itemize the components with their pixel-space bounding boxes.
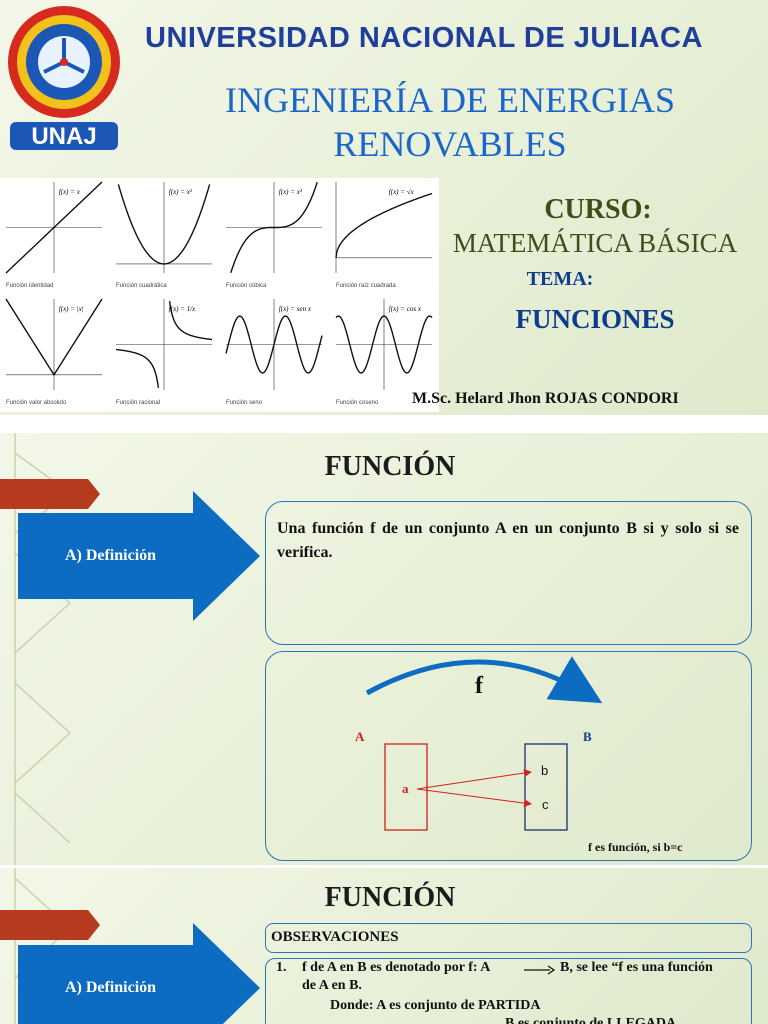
set-a-box (384, 743, 428, 831)
item-text-continued: B, se lee “f es una función (560, 960, 713, 975)
definition-box (265, 501, 752, 645)
item-text: f de A en B es denotado por f: A (302, 960, 491, 975)
graph-curve (230, 181, 318, 274)
graph-curve (5, 181, 103, 274)
observations-header-box (265, 923, 752, 953)
graph-formula: f(x) = x³ (279, 188, 303, 196)
arrow-a-to-b (416, 769, 532, 790)
element-b: b (541, 763, 548, 778)
set-b-label: B (583, 729, 592, 744)
definition-text: Una función f de un conjunto A en un con… (277, 520, 739, 561)
slide-title: FUNCIÓN (324, 451, 456, 482)
function-graph: f(x) = cos x Función coseno (335, 299, 433, 406)
definition-arrow-label: A) Definición (64, 547, 157, 564)
graph-curve (335, 192, 433, 258)
slide-separator (0, 865, 768, 868)
university-name: UNIVERSIDAD NACIONAL DE JULIACA (145, 22, 703, 54)
graph-axes (336, 299, 432, 390)
career-line-2: RENOVABLES (333, 124, 567, 164)
graph-curve (335, 315, 433, 374)
graph-caption: Función seno (226, 400, 263, 406)
slide-decoration (0, 0, 80, 415)
course-name: MATEMÁTICA BÁSICA (452, 228, 738, 258)
element-c: c (542, 797, 549, 812)
observations-title: OBSERVACIONES (271, 929, 399, 945)
function-condition-note: f es función, si b=c (588, 840, 683, 854)
red-tab-marker (0, 479, 100, 509)
graph-caption: Función identidad (6, 283, 53, 289)
function-graph: f(x) = x² Función cuadrática (116, 182, 212, 289)
definition-arrow (18, 923, 260, 1024)
function-graph: f(x) = sen x Función seno (225, 299, 323, 406)
graph-formula: f(x) = x² (169, 188, 193, 196)
function-graph: f(x) = x³ Función cúbica (226, 181, 322, 289)
graph-caption: Función cuadrática (116, 283, 167, 289)
observations-list-box (265, 958, 752, 1024)
right-arrow-icon (524, 965, 556, 975)
set-a-label: A (355, 729, 365, 744)
observations-slide: FUNCIÓN A) Definición OBSERVACIONES 1. f… (0, 868, 768, 1024)
graph-formula: f(x) = |x| (59, 305, 84, 313)
item-number: 1. (276, 960, 287, 975)
graph-caption: Función cúbica (226, 283, 267, 289)
red-tab-marker (0, 910, 100, 940)
arrow-a-to-c (416, 788, 532, 808)
item-text-line2: de A en B. (302, 978, 362, 993)
function-graph: f(x) = |x| Función valor absoluto (5, 298, 103, 406)
university-logo: UNAJ (8, 6, 120, 150)
author-name: M.Sc. Helard Jhon ROJAS CONDORI (412, 390, 679, 407)
graph-axes (116, 299, 212, 390)
graph-formula: f(x) = sen x (279, 305, 312, 313)
graph-axes (335, 182, 432, 273)
item-codomain: B es conjunto de LLEGADA (505, 1016, 677, 1024)
graph-caption: Función valor absoluto (6, 400, 67, 406)
slide-separator (0, 415, 768, 433)
function-graph: f(x) = √x Función raíz cuadrada (335, 182, 433, 289)
graph-caption: Función racional (116, 400, 160, 406)
graph-curve (5, 298, 103, 377)
graph-formula: f(x) = cos x (389, 305, 422, 313)
graph-axes (116, 182, 212, 273)
function-mapping-diagram: f A B a b c f es función, si b=c (355, 656, 683, 854)
graph-formula: f(x) = √x (389, 188, 415, 196)
item-domain: Donde: A es conjunto de PARTIDA (330, 998, 541, 1013)
definition-arrow (18, 491, 260, 621)
graph-curve (225, 315, 323, 374)
graph-caption: Función coseno (336, 400, 379, 406)
definition-arrow-label: A) Definición (64, 979, 157, 996)
career-line-1: INGENIERÍA DE ENERGIAS (225, 80, 675, 120)
topic-name: FUNCIONES (515, 304, 675, 334)
graph-formula: f(x) = x (59, 188, 81, 196)
slide-title: FUNCIÓN (324, 882, 456, 913)
career-title: INGENIERÍA DE ENERGIAS RENOVABLES (150, 78, 750, 166)
mapping-arc (365, 656, 603, 704)
graph-curve (116, 301, 212, 388)
logo-acronym: UNAJ (31, 123, 96, 150)
course-label: CURSO: (544, 194, 652, 225)
function-label: f (475, 673, 484, 699)
set-b-box (524, 743, 568, 831)
diagram-box (265, 651, 752, 861)
graph-caption: Función raíz cuadrada (336, 283, 396, 289)
graph-curve (117, 184, 211, 265)
definition-slide: FUNCIÓN A) Definición Una función f de u… (0, 433, 768, 865)
title-slide: UNAJ UNIVERSIDAD NACIONAL DE JULIACA ING… (0, 0, 768, 415)
graph-formula: f(x) = 1/x (169, 305, 196, 313)
function-graphs-image: f(x) = x Función identidad f(x) = x² Funció… (0, 178, 439, 412)
function-graph: f(x) = x Función identidad (5, 181, 103, 289)
topic-label: TEMA: (526, 268, 594, 290)
element-a: a (402, 781, 409, 796)
